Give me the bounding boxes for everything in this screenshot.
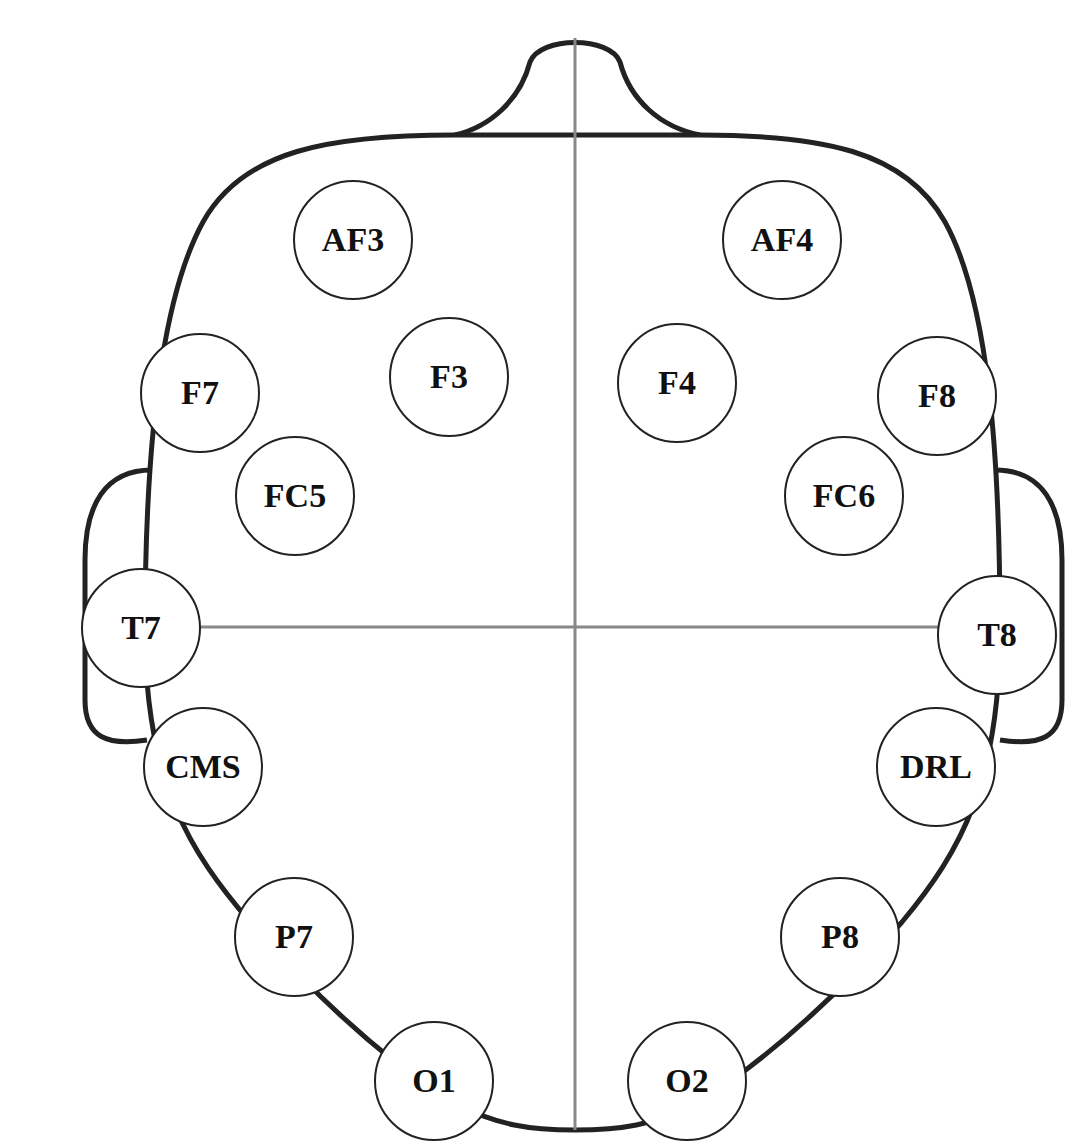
electrode-label: DRL <box>900 750 972 784</box>
nose <box>455 43 700 136</box>
electrode-circle: FC5 <box>235 436 355 556</box>
electrode-circle: O2 <box>627 1021 747 1141</box>
electrode-circle: O1 <box>374 1021 494 1141</box>
electrode-label: AF4 <box>751 223 813 257</box>
electrode-label: F8 <box>918 379 956 413</box>
electrode-label: F3 <box>430 360 468 394</box>
electrode-circle: F7 <box>140 333 260 453</box>
electrode-label: AF3 <box>322 223 384 257</box>
electrode-circle: F3 <box>389 317 509 437</box>
midline <box>574 38 577 1130</box>
electrode-label: FC5 <box>264 479 326 513</box>
electrode-label: F7 <box>181 376 219 410</box>
electrode-label: P8 <box>821 920 859 954</box>
electrode-circle: P8 <box>780 877 900 997</box>
electrode-label: O2 <box>665 1064 708 1098</box>
electrode-circle: F4 <box>617 323 737 443</box>
electrode-circle: AF3 <box>293 180 413 300</box>
electrode-label: T8 <box>977 618 1017 652</box>
electrode-circle: DRL <box>876 707 996 827</box>
electrode-label: P7 <box>275 920 313 954</box>
electrode-circle: CMS <box>143 707 263 827</box>
electrode-circle: P7 <box>234 877 354 997</box>
electrode-label: O1 <box>412 1064 455 1098</box>
electrode-label: FC6 <box>813 479 875 513</box>
electrode-label: CMS <box>165 750 241 784</box>
electrode-circle: F8 <box>877 336 997 456</box>
head <box>145 135 1000 1130</box>
electrode-circle: T8 <box>937 575 1057 695</box>
electrode-circle: T7 <box>81 568 201 688</box>
electrode-label: F4 <box>658 366 696 400</box>
electrode-label: T7 <box>121 611 161 645</box>
electrode-circle: AF4 <box>722 180 842 300</box>
electrode-circle: FC6 <box>784 436 904 556</box>
ear-line <box>145 626 1000 629</box>
